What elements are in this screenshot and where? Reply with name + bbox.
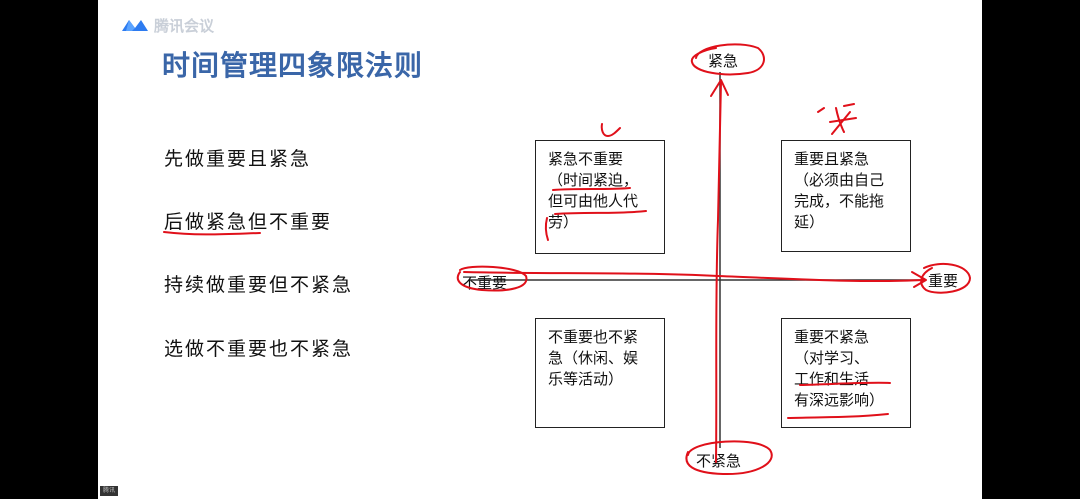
quadrant-text-line: 工作和生活 (794, 370, 870, 388)
annotation-star (817, 103, 857, 135)
annotation-horizontal-arrow (463, 271, 925, 283)
quadrant-text-line: 重要且紧急 (794, 150, 870, 168)
quadrant-important-not-urgent: 重要不紧急 （对学习、 工作和生活 有深远影响） (781, 318, 911, 428)
quadrant-urgent-not-important: 紧急不重要 （时间紧迫， 但可由他人代 劳） (535, 140, 665, 254)
quadrant-text-line: （对学习、 (794, 349, 870, 367)
quadrant-text-line: 延） (794, 213, 825, 231)
rule-item: 持续做重要但不紧急 (164, 274, 354, 296)
quadrant-text-line: 完成，不能拖 (794, 192, 885, 210)
annotation-vertical-arrow (715, 81, 722, 463)
quadrant-text-line: 劳） (548, 213, 579, 231)
rule-item: 选做不重要也不紧急 (164, 338, 354, 360)
axis-label-important: 重要 (928, 272, 959, 290)
quadrant-not-important-not-urgent: 不重要也不紧 急（休闲、娱 乐等活动） (535, 318, 665, 428)
annotation-check (600, 123, 621, 137)
quadrant-text-line: 乐等活动） (548, 370, 624, 388)
presentation-slide: 腾讯会议 时间管理四象限法则 先做重要且紧急 后做紧急但不重要 持续做重要但不紧… (98, 0, 982, 499)
meeting-corner-tag: 腾讯 (100, 486, 118, 496)
quadrant-text-line: （必须由自己 (794, 171, 885, 189)
axis-label-not-urgent: 不紧急 (696, 452, 742, 470)
app-logo: 腾讯会议 (120, 14, 214, 36)
quadrant-text-line: 不重要也不紧 (548, 328, 639, 346)
rule-item: 先做重要且紧急 (164, 148, 312, 170)
slide-title: 时间管理四象限法则 (162, 49, 424, 82)
quadrant-important-urgent: 重要且紧急 （必须由自己 完成，不能拖 延） (781, 140, 911, 252)
meeting-logo-icon (122, 20, 148, 31)
quadrant-text-line: 有深远影响） (794, 391, 885, 409)
quadrant-text-line: 重要不紧急 (794, 328, 870, 346)
rule-item: 后做紧急但不重要 (164, 211, 333, 233)
axis-label-urgent: 紧急 (708, 52, 739, 70)
quadrant-text-line: 紧急不重要 (548, 150, 624, 168)
quadrant-text-line: 但可由他人代 (548, 192, 639, 210)
axis-label-not-important: 不重要 (462, 274, 508, 292)
quadrant-text-line: 急（休闲、娱 (548, 349, 639, 367)
quadrant-text-line: （时间紧迫， (548, 171, 639, 189)
app-logo-text: 腾讯会议 (154, 16, 215, 35)
